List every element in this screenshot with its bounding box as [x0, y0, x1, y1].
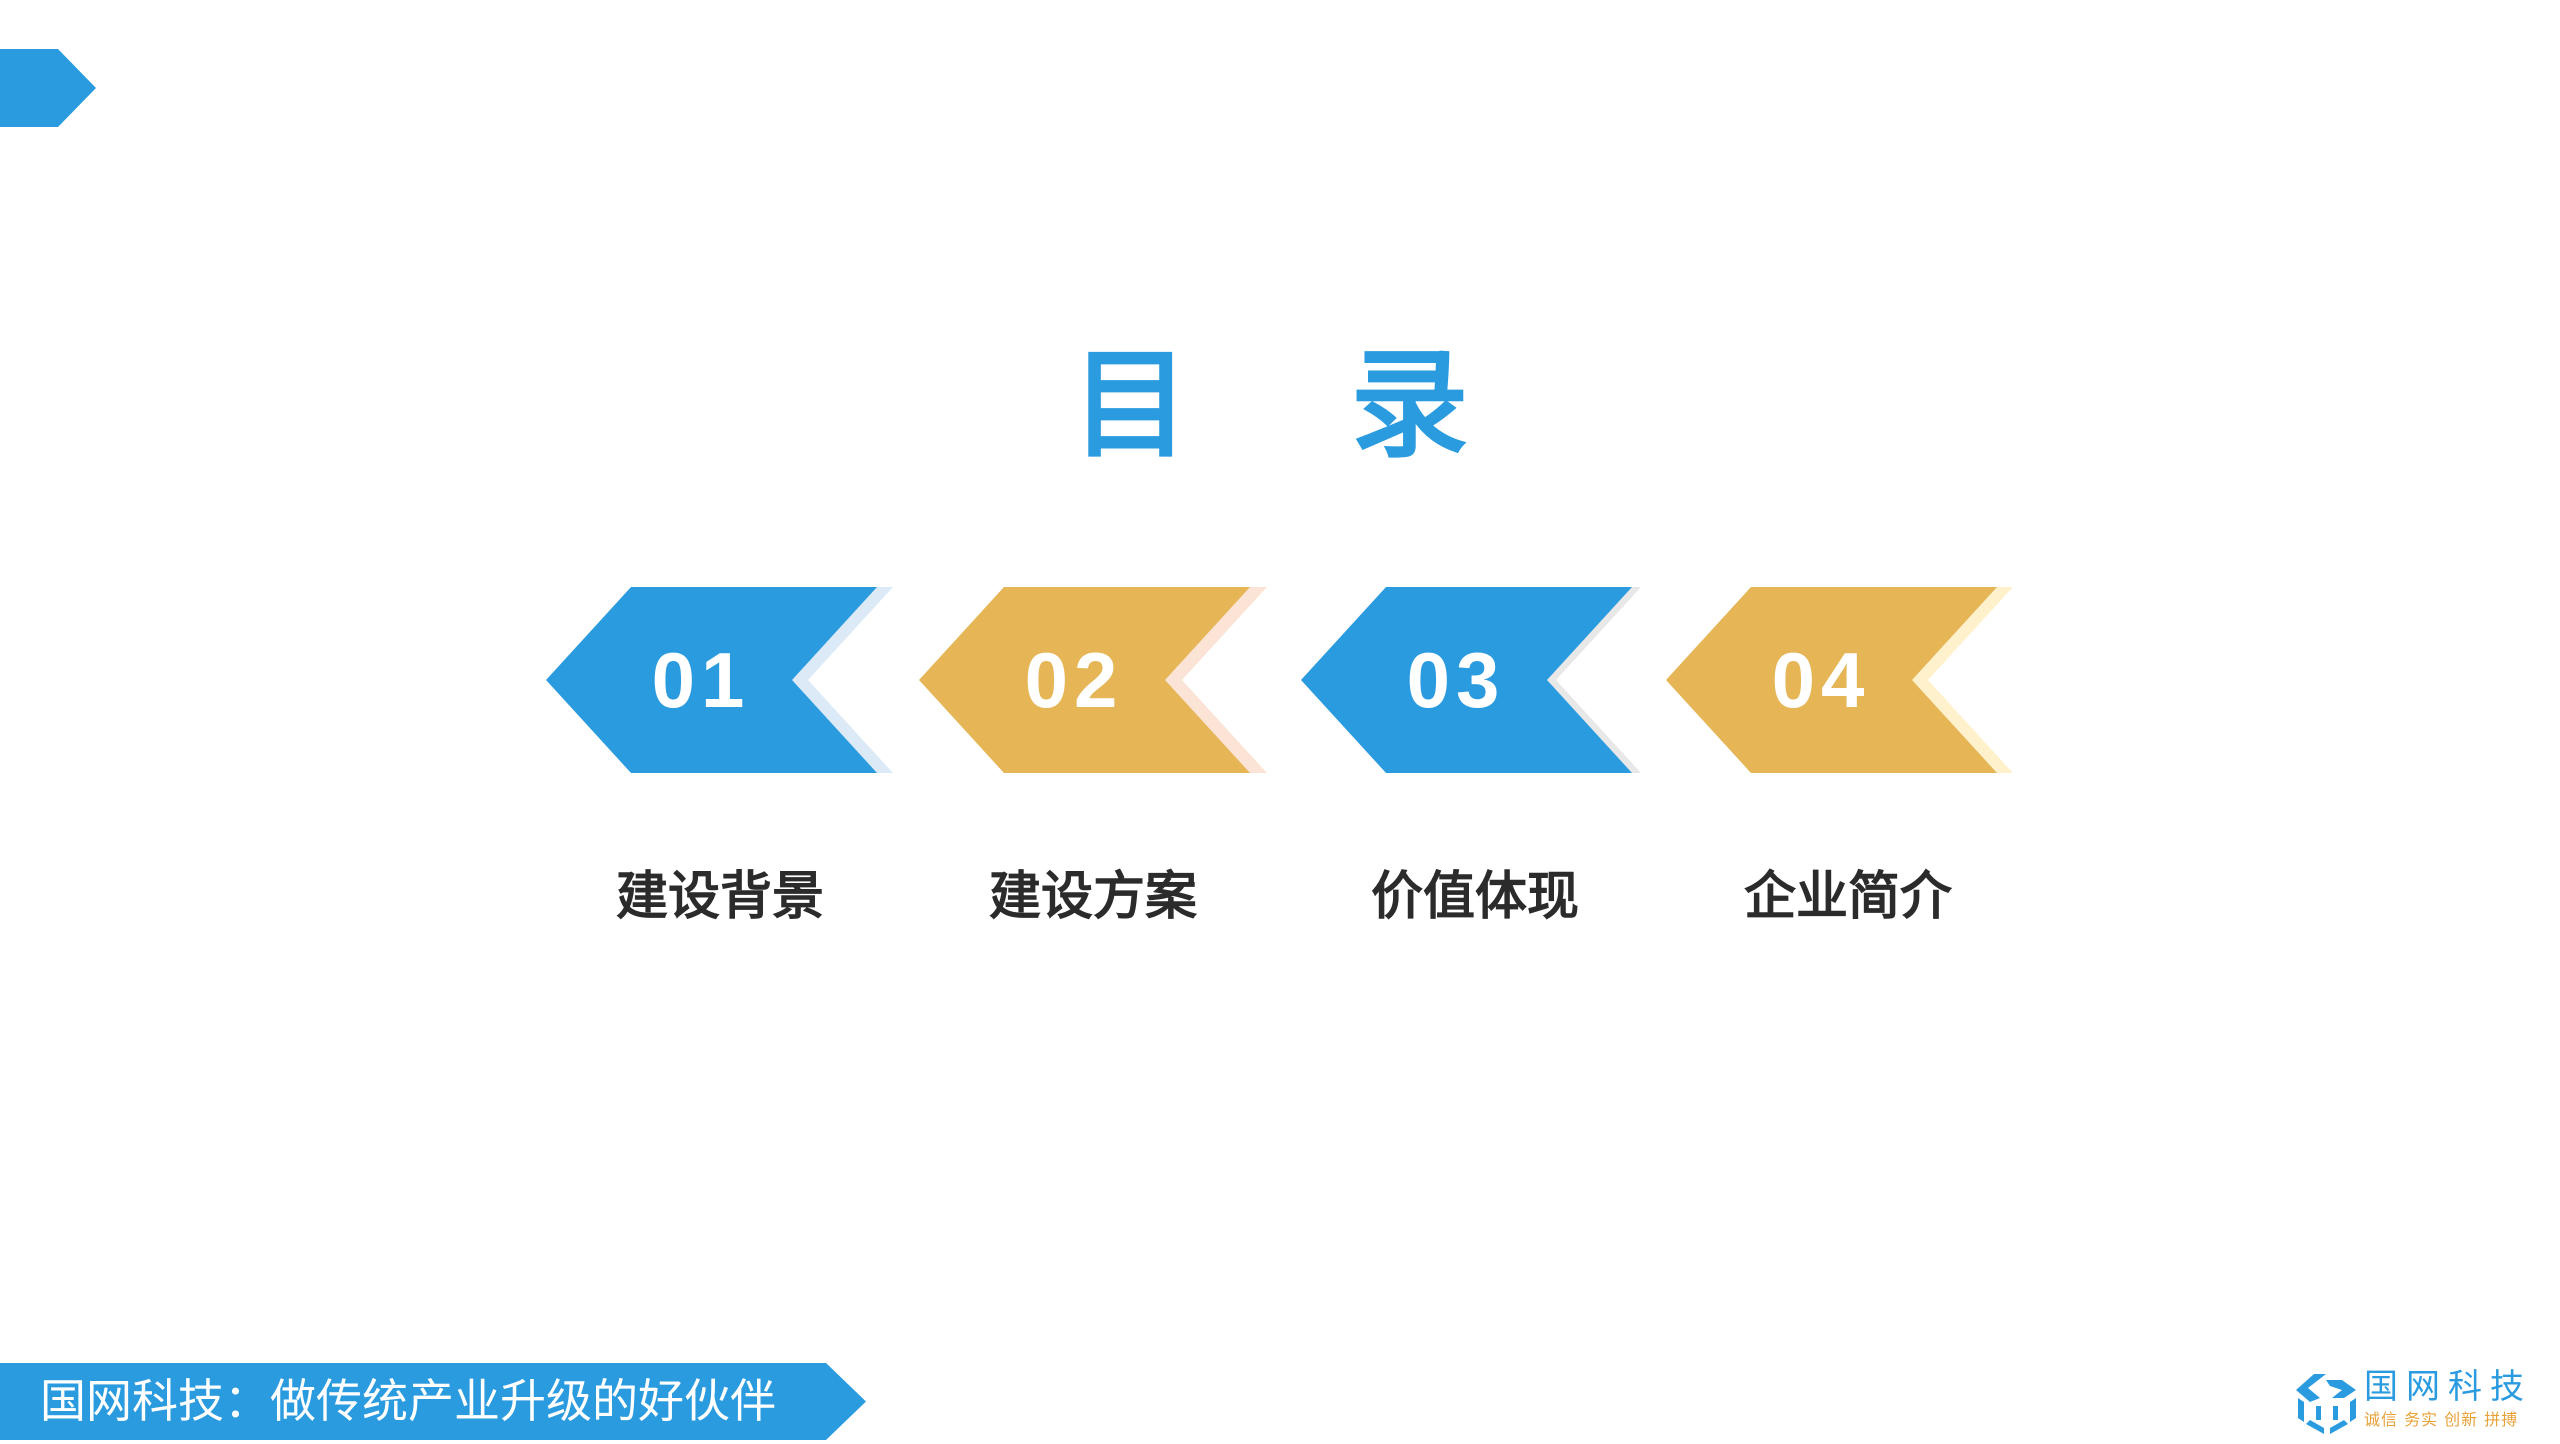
page-title: 目 录: [1071, 336, 1529, 474]
toc-item-03[interactable]: 03: [1301, 587, 1661, 773]
cube-logo-icon: [2296, 1372, 2358, 1436]
chevron-shape: [919, 587, 1267, 773]
chevron-shape: [546, 587, 893, 773]
toc-number: 04: [1771, 636, 1871, 724]
toc-item-02[interactable]: 02: [919, 587, 1279, 773]
chevron-shape: [1301, 587, 1641, 773]
footer-slogan: 国网科技：做传统产业升级的好伙伴: [40, 1374, 776, 1428]
toc-number: 01: [651, 636, 751, 724]
toc-label-01[interactable]: 建设背景: [615, 867, 824, 927]
toc-label-04[interactable]: 企业简介: [1743, 867, 1952, 927]
logo-company-name: 国网科技: [2364, 1367, 2532, 1407]
toc-item-04[interactable]: 04: [1666, 587, 2026, 773]
toc-number: 02: [1024, 636, 1124, 724]
toc-label-02[interactable]: 建设方案: [988, 867, 1197, 927]
toc-item-01[interactable]: 01: [546, 587, 906, 773]
chevron-shape: [1666, 587, 2013, 773]
toc-label-03[interactable]: 价值体现: [1370, 867, 1579, 927]
corner-tab-decoration: [0, 49, 96, 127]
logo-tagline: 诚信 务实 创新 拼搏: [2364, 1410, 2519, 1429]
toc-number: 03: [1406, 636, 1506, 724]
footer-banner: [0, 1363, 870, 1440]
